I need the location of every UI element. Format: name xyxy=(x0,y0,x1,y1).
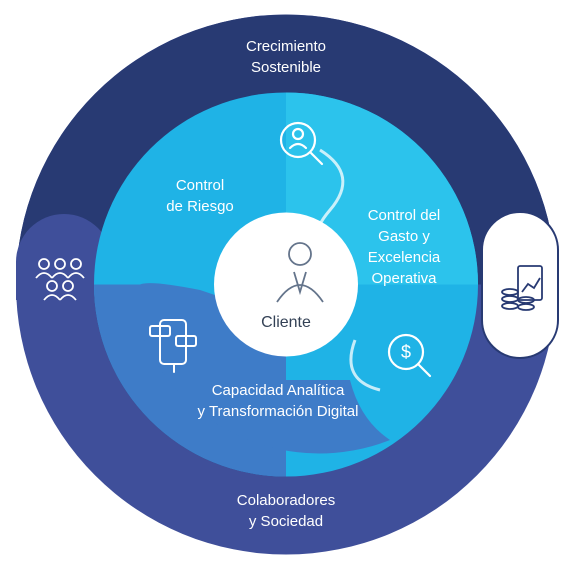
label-line: Control xyxy=(175,177,225,194)
label-line: de Riesgo xyxy=(166,198,234,215)
client-person-icon xyxy=(276,242,324,303)
data-finance-icon xyxy=(501,265,543,311)
search-person-icon xyxy=(279,121,324,166)
label-line: Sostenible xyxy=(250,59,322,76)
label-line: Capacidad Analítica xyxy=(211,382,345,399)
people-group-icon xyxy=(35,258,85,301)
label-line: Cliente xyxy=(261,314,311,331)
label-crecimiento-sostenible: Crecimiento Sostenible xyxy=(236,36,336,78)
people-bump xyxy=(16,214,112,300)
finance-notch xyxy=(481,211,559,359)
label-colaboradores-sociedad: Colaboradores y Sociedad xyxy=(216,490,356,532)
label-line: y Transformación Digital xyxy=(197,403,359,420)
label-line: Colaboradores xyxy=(236,492,336,509)
label-line: Excelencia xyxy=(367,249,441,266)
label-line: Crecimiento xyxy=(245,38,327,55)
center-circle xyxy=(214,212,358,357)
swirl-accent-lower xyxy=(349,339,381,392)
label-control-riesgo: Control de Riesgo xyxy=(150,175,250,217)
mobile-chat-icon xyxy=(149,319,197,373)
label-line: Gasto y xyxy=(378,228,430,245)
inner-ring-digital-lower xyxy=(140,330,390,454)
dollar-sign: $ xyxy=(401,342,411,362)
dollar-search-icon xyxy=(387,333,432,378)
label-capacidad-analitica: Capacidad Analítica y Transformación Dig… xyxy=(168,380,388,422)
label-line: Operativa xyxy=(371,270,437,287)
label-line: Control del xyxy=(367,207,441,224)
label-cliente: Cliente xyxy=(256,312,316,333)
label-line: y Sociedad xyxy=(248,513,324,530)
label-control-gasto: Control del Gasto y Excelencia Operativa xyxy=(354,205,454,289)
